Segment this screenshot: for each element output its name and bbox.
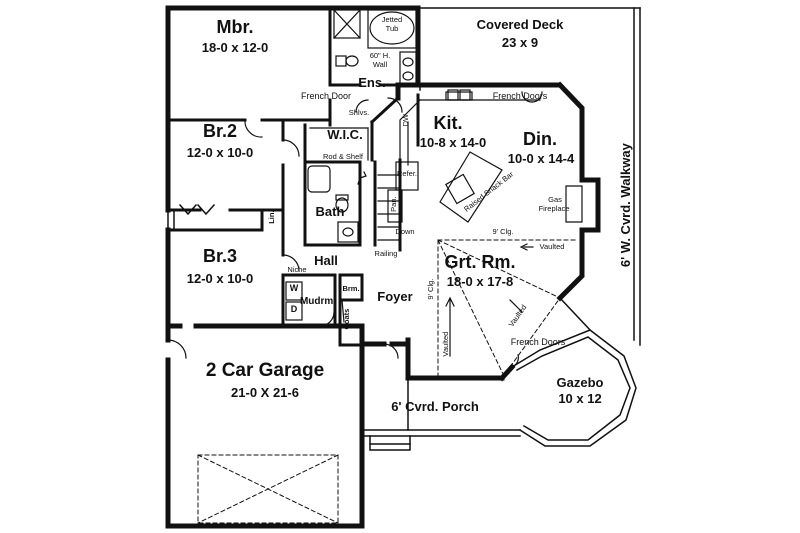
interior-walls	[166, 6, 420, 347]
label-lin: Lin.	[266, 210, 276, 224]
vault-lines	[437, 239, 576, 379]
label-porch: 6' Cvrd. Porch	[391, 399, 479, 414]
label-clg-side: 9' Clg.	[425, 278, 435, 300]
label-coats: Coats	[341, 308, 351, 330]
label-gas-1: Gas	[548, 195, 562, 204]
room-gazebo-name: Gazebo	[556, 375, 604, 390]
room-grt-name: Grt. Rm.	[444, 252, 516, 272]
room-br2-dims: 12-0 x 10-0	[186, 145, 254, 160]
room-grt-dims: 18-0 x 17-8	[446, 274, 514, 289]
label-rod-shelf: Rod & Shelf	[322, 152, 364, 161]
room-br2-name: Br.2	[202, 121, 238, 141]
label-washer: W	[289, 283, 299, 293]
room-br3-dims: 12-0 x 10-0	[186, 271, 254, 286]
deck-outline	[361, 7, 641, 451]
label-jetted-1: Jetted	[381, 15, 403, 24]
room-garage-dims: 21-0 X 21-6	[231, 385, 299, 400]
label-dryer: D	[290, 304, 298, 314]
room-din-dims: 10-0 x 14-4	[507, 151, 575, 166]
label-vaulted-1: Vaulted	[539, 242, 565, 251]
label-dw: DW	[400, 113, 410, 127]
label-wic: W.I.C.	[327, 127, 363, 142]
label-french-doors-kit: French Doors	[492, 91, 548, 101]
label-clg-top: 9' Clg.	[492, 227, 514, 236]
room-din-name: Din.	[523, 129, 557, 149]
fixtures	[244, 9, 583, 368]
label-wall-2: Wall	[372, 60, 388, 69]
room-kit-name: Kit.	[433, 113, 463, 133]
window-br2	[167, 203, 216, 231]
room-gazebo-dims: 10 x 12	[558, 391, 602, 406]
label-refer: Refer.	[396, 169, 417, 178]
room-kit-dims: 10-8 x 14-0	[419, 135, 487, 150]
label-bath: Bath	[315, 204, 345, 219]
label-walkway: 6' W. Cvrd. Walkway	[617, 143, 633, 268]
label-gas-2: Fireplace	[538, 204, 570, 213]
garage-door	[197, 454, 339, 524]
label-niche: Niche	[287, 265, 307, 274]
room-deck-name: Covered Deck	[476, 17, 564, 32]
label-mudrm: Mudrm.	[299, 296, 337, 307]
label-hall: Hall	[314, 253, 338, 268]
room-deck-dims: 23 x 9	[501, 35, 539, 50]
label-french-door: French Door	[300, 91, 352, 101]
vault-arrows	[445, 243, 534, 357]
label-ens: Ens.	[358, 75, 386, 90]
label-wall-1: 60" H.	[369, 51, 391, 60]
label-pan: Pan.	[388, 196, 398, 212]
label-shlvs: Shlvs.	[348, 108, 370, 117]
label-down: Down	[395, 227, 415, 236]
label-vaulted-2: Vaulted	[440, 331, 450, 357]
label-foyer: Foyer	[377, 289, 413, 304]
room-garage-name: 2 Car Garage	[205, 360, 325, 381]
label-french-doors-grt: French Doors	[510, 337, 566, 347]
room-mbr-name: Mbr.	[216, 17, 254, 37]
label-jetted-2: Tub	[385, 24, 399, 33]
label-railing: Railing	[374, 249, 398, 258]
room-mbr-dims: 18-0 x 12-0	[201, 40, 269, 55]
label-brm: Brm.	[342, 284, 360, 293]
room-br3-name: Br.3	[202, 246, 238, 266]
